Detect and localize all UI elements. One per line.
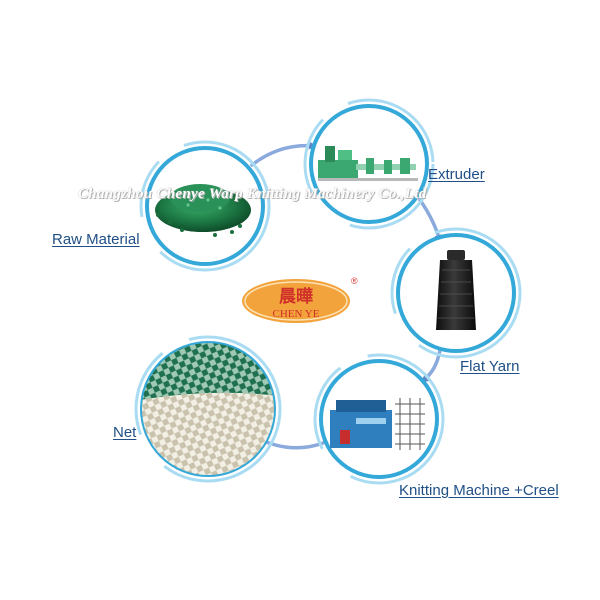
extruder-machine-image xyxy=(318,146,418,181)
company-logo: 晨曄 CHEN YE ® xyxy=(242,276,358,323)
step-flat-yarn xyxy=(390,227,522,359)
step-raw-material xyxy=(139,140,271,272)
watermark-text: Changzhou Chenye Warp Knitting Machinery… xyxy=(78,186,427,202)
yarn-spool-image xyxy=(436,250,476,330)
label-flat-yarn: Flat Yarn xyxy=(460,358,520,375)
label-knitting-machine: Knitting Machine +Creel xyxy=(399,482,559,499)
registered-mark: ® xyxy=(351,276,358,286)
arrow-extruder-to-yarn xyxy=(418,198,443,243)
label-extruder: Extruder xyxy=(428,166,485,183)
step-knitting-machine xyxy=(313,353,445,485)
logo-english: CHEN YE xyxy=(273,308,320,320)
step-net xyxy=(134,335,282,483)
step-extruder xyxy=(303,98,435,230)
pellet-pile-image xyxy=(155,184,251,237)
knitting-machine-image xyxy=(330,398,425,450)
label-net: Net xyxy=(113,424,137,441)
label-raw-material: Raw Material xyxy=(52,231,140,248)
logo-chinese: 晨曄 xyxy=(279,286,313,307)
